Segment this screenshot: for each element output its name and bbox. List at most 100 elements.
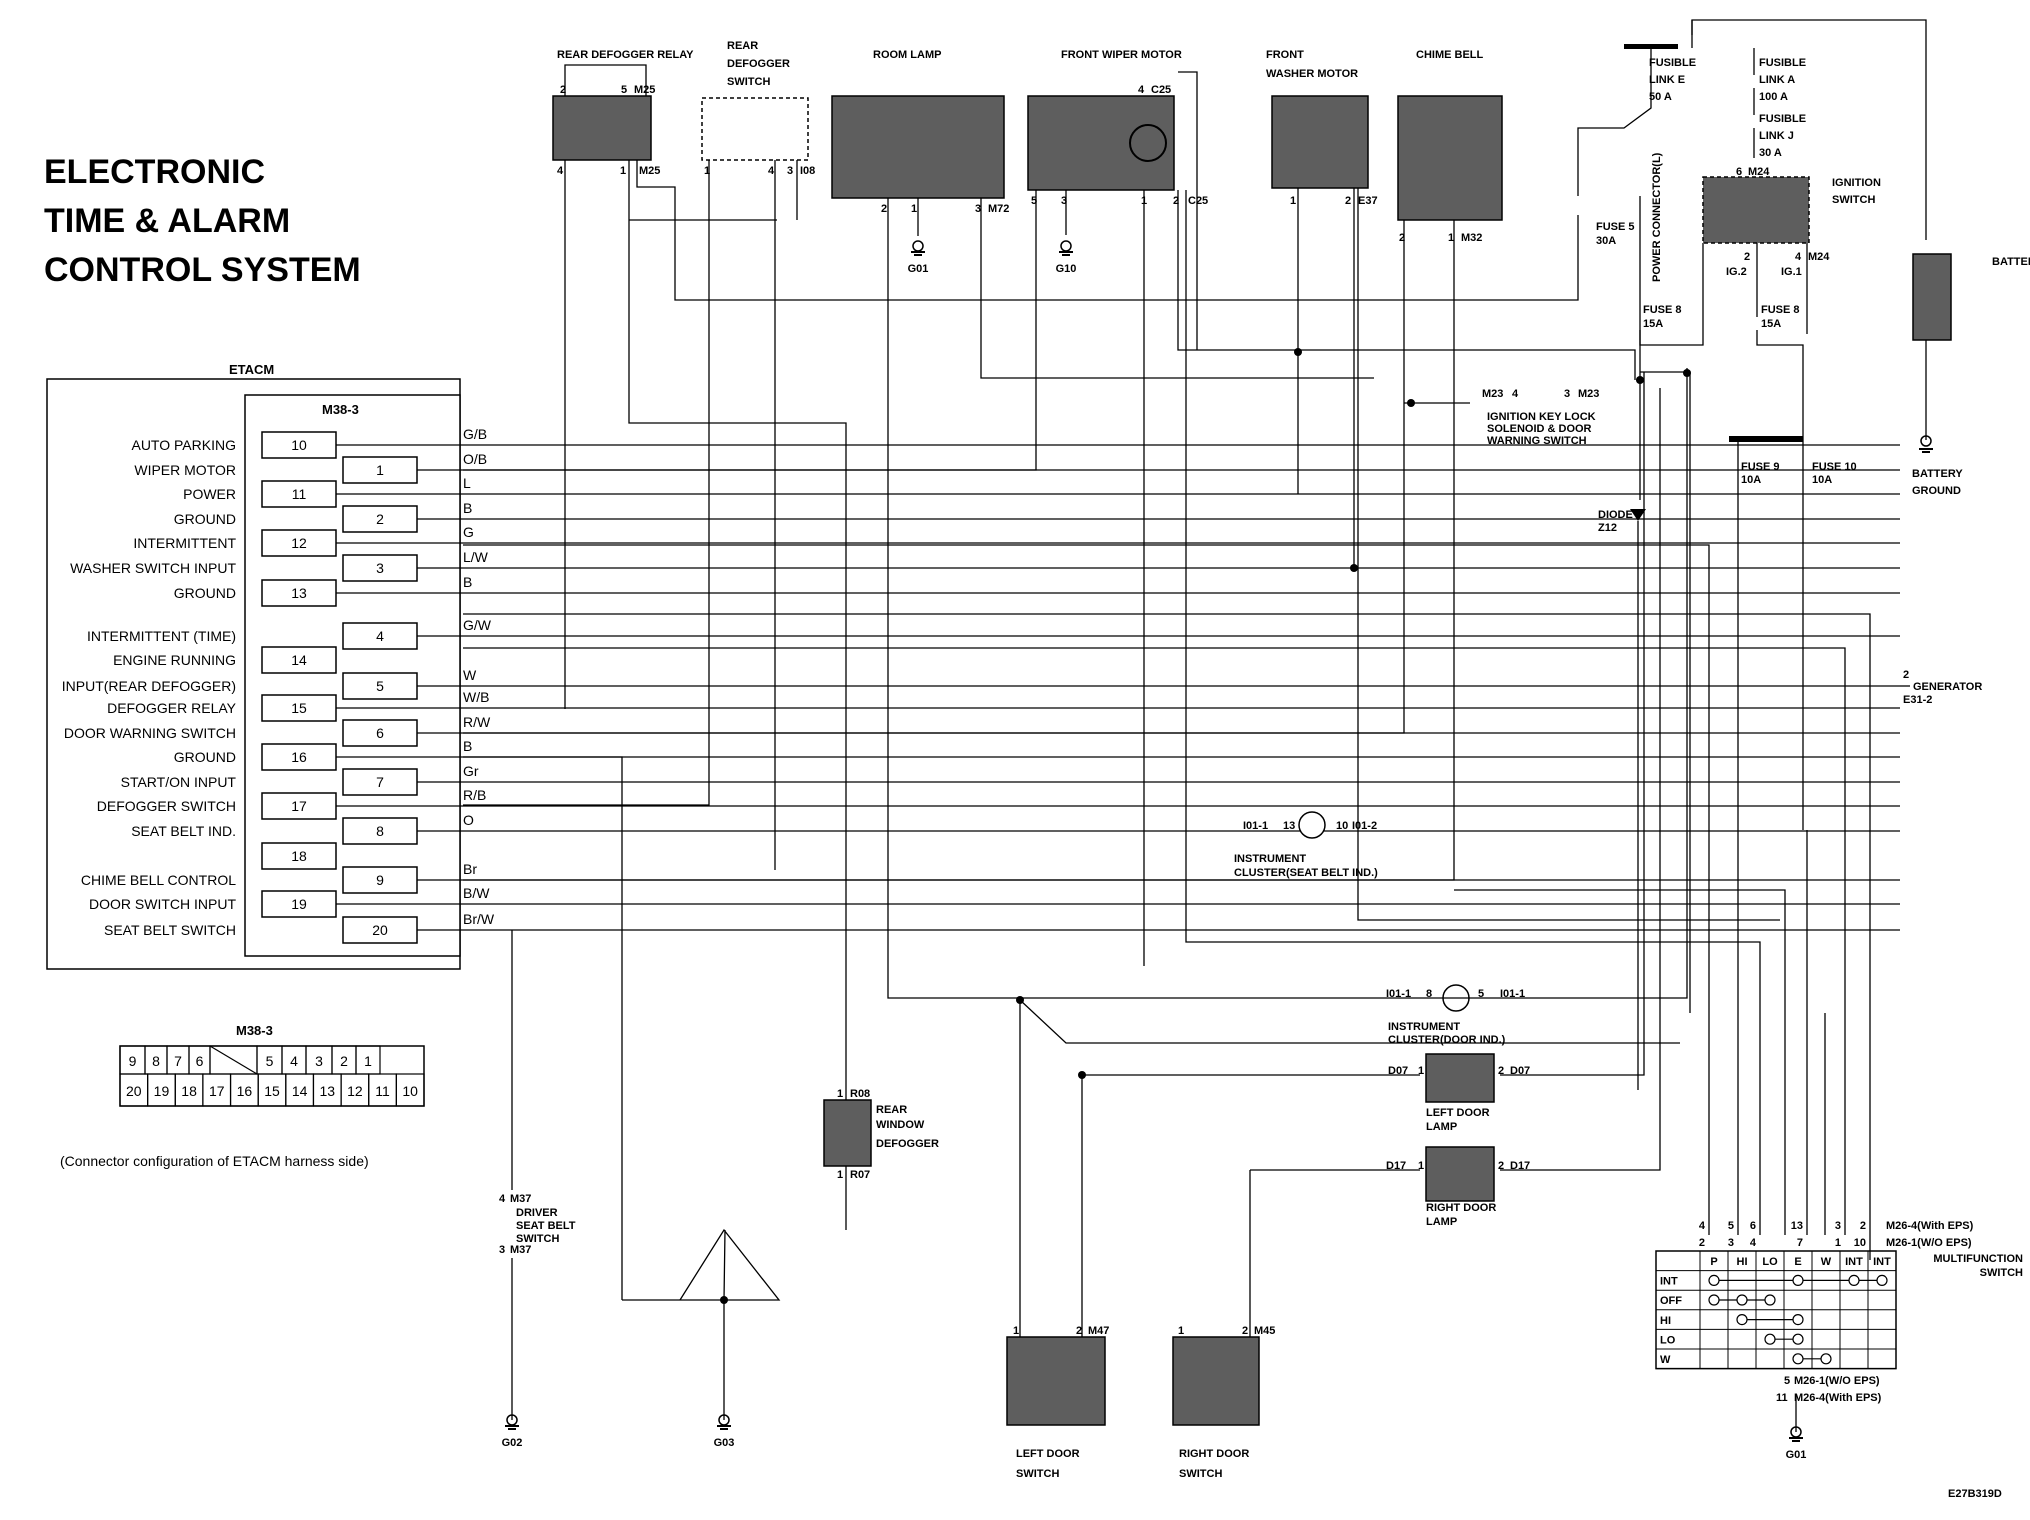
etacm-row-label: INTERMITTENT	[133, 535, 236, 551]
connector-cell: 17	[209, 1083, 225, 1099]
svg-text:DEFOGGER: DEFOGGER	[727, 58, 790, 70]
etacm-pin-number: 4	[376, 628, 384, 644]
wire-color-label: L/W	[463, 549, 489, 565]
junction-dot	[1350, 564, 1358, 572]
connector-cell: 6	[196, 1053, 204, 1069]
svg-text:DRIVER: DRIVER	[516, 1207, 558, 1219]
etacm-pin-box	[261, 480, 337, 508]
fusible-link-e: FUSIBLE LINK E 50 A	[1624, 44, 1696, 103]
svg-text:RIGHT DOOR: RIGHT DOOR	[1426, 1202, 1496, 1214]
svg-text:FUSIBLE: FUSIBLE	[1759, 57, 1806, 69]
diagram-title-line-3: CONTROL SYSTEM	[44, 251, 361, 289]
svg-text:M26-4(With EPS): M26-4(With EPS)	[1886, 1220, 1974, 1232]
mf-pin-wo-eps: 7	[1797, 1237, 1803, 1249]
battery-ground-symbol	[1919, 435, 1933, 453]
svg-text:SWITCH: SWITCH	[1179, 1468, 1222, 1480]
ground-symbol: G01	[1786, 1426, 1807, 1461]
svg-text:SWITCH: SWITCH	[727, 76, 770, 88]
junction-dot	[1636, 376, 1644, 384]
ground-symbol: G02	[502, 1414, 522, 1449]
wire-color-label: O	[463, 812, 474, 828]
mf-pin-with-eps: 5	[1728, 1220, 1734, 1232]
mf-pin-with-eps: 6	[1750, 1220, 1756, 1232]
junction-dot	[1016, 996, 1024, 1004]
connector-cell: 2	[340, 1053, 348, 1069]
svg-text:Z12: Z12	[1598, 522, 1617, 534]
etacm-pin-box	[261, 694, 337, 722]
wire-trace	[1019, 1000, 1083, 1337]
etacm-row-label: DEFOGGER SWITCH	[97, 798, 236, 814]
wire-trace	[636, 160, 1579, 301]
svg-text:2: 2	[1399, 232, 1405, 244]
mf-pin-with-eps: 3	[1835, 1220, 1841, 1232]
svg-text:R07: R07	[850, 1169, 870, 1181]
svg-text:5: 5	[1478, 988, 1484, 1000]
svg-text:D17: D17	[1510, 1160, 1530, 1172]
etacm-row-label: CHIME BELL CONTROL	[81, 872, 236, 888]
wire-trace	[1756, 330, 1804, 440]
mf-switch-column: P	[1710, 1256, 1717, 1268]
wire-trace	[679, 1166, 847, 1301]
svg-text:SEAT BELT: SEAT BELT	[516, 1220, 576, 1232]
connector-cell: 20	[126, 1083, 142, 1099]
mf-pin-wo-eps: 4	[1750, 1237, 1757, 1249]
fuse-9-10: FUSE 9 10A FUSE 10 10A	[1729, 436, 1857, 486]
svg-text:WINDOW: WINDOW	[876, 1119, 925, 1131]
svg-text:4: 4	[1138, 84, 1145, 96]
svg-text:SWITCH: SWITCH	[1016, 1468, 1059, 1480]
svg-text:I01-1: I01-1	[1386, 988, 1411, 1000]
svg-text:13: 13	[1283, 820, 1295, 832]
svg-text:3: 3	[1061, 195, 1067, 207]
wire-trace	[564, 64, 647, 96]
svg-text:2: 2	[1903, 669, 1909, 681]
connector-cell: 12	[347, 1083, 363, 1099]
connector-table-note: (Connector configuration of ETACM harnes…	[60, 1153, 369, 1169]
svg-text:WASHER MOTOR: WASHER MOTOR	[1266, 68, 1358, 80]
svg-text:10A: 10A	[1812, 474, 1832, 486]
svg-text:SWITCH: SWITCH	[1980, 1267, 2023, 1279]
etacm-pin-box	[342, 719, 418, 747]
etacm-row-label: SEAT BELT IND.	[131, 823, 236, 839]
etacm-pin-number: 14	[291, 652, 307, 668]
svg-text:2: 2	[881, 203, 887, 215]
etacm-row-label: AUTO PARKING	[131, 437, 236, 453]
wire-trace	[628, 160, 847, 1100]
svg-text:DIODE: DIODE	[1598, 509, 1633, 521]
svg-text:REAR: REAR	[876, 1104, 907, 1116]
svg-text:INSTRUMENT: INSTRUMENT	[1234, 853, 1306, 865]
wire-trace	[463, 160, 710, 806]
connector-cell: 11	[375, 1083, 390, 1099]
ground-label: G01	[1786, 1449, 1807, 1461]
svg-text:INSTRUMENT: INSTRUMENT	[1388, 1021, 1460, 1033]
svg-text:SWITCH: SWITCH	[516, 1233, 559, 1245]
svg-text:I01-1: I01-1	[1243, 820, 1268, 832]
mf-pin-wo-eps: 2	[1699, 1237, 1705, 1249]
etacm-row-label: WIPER MOTOR	[134, 462, 236, 478]
svg-text:2: 2	[1076, 1325, 1082, 1337]
wire-trace	[1454, 889, 1871, 1260]
wire-color-label: R/W	[463, 714, 491, 730]
etacm-pin-number: 2	[376, 511, 384, 527]
connector-cell: 19	[154, 1083, 170, 1099]
wire-color-label: R/B	[463, 787, 486, 803]
etacm-pin-number: 3	[376, 560, 384, 576]
svg-text:M23: M23	[1578, 388, 1599, 400]
svg-text:MULTIFUNCTION: MULTIFUNCTION	[1933, 1253, 2023, 1265]
wire-color-label: O/B	[463, 451, 487, 467]
svg-text:3: 3	[787, 165, 793, 177]
svg-text:2: 2	[1744, 251, 1750, 263]
wire-trace	[463, 647, 1846, 1235]
etacm-pin-box	[342, 768, 418, 796]
diode-z12: DIODE Z12	[1598, 509, 1646, 534]
